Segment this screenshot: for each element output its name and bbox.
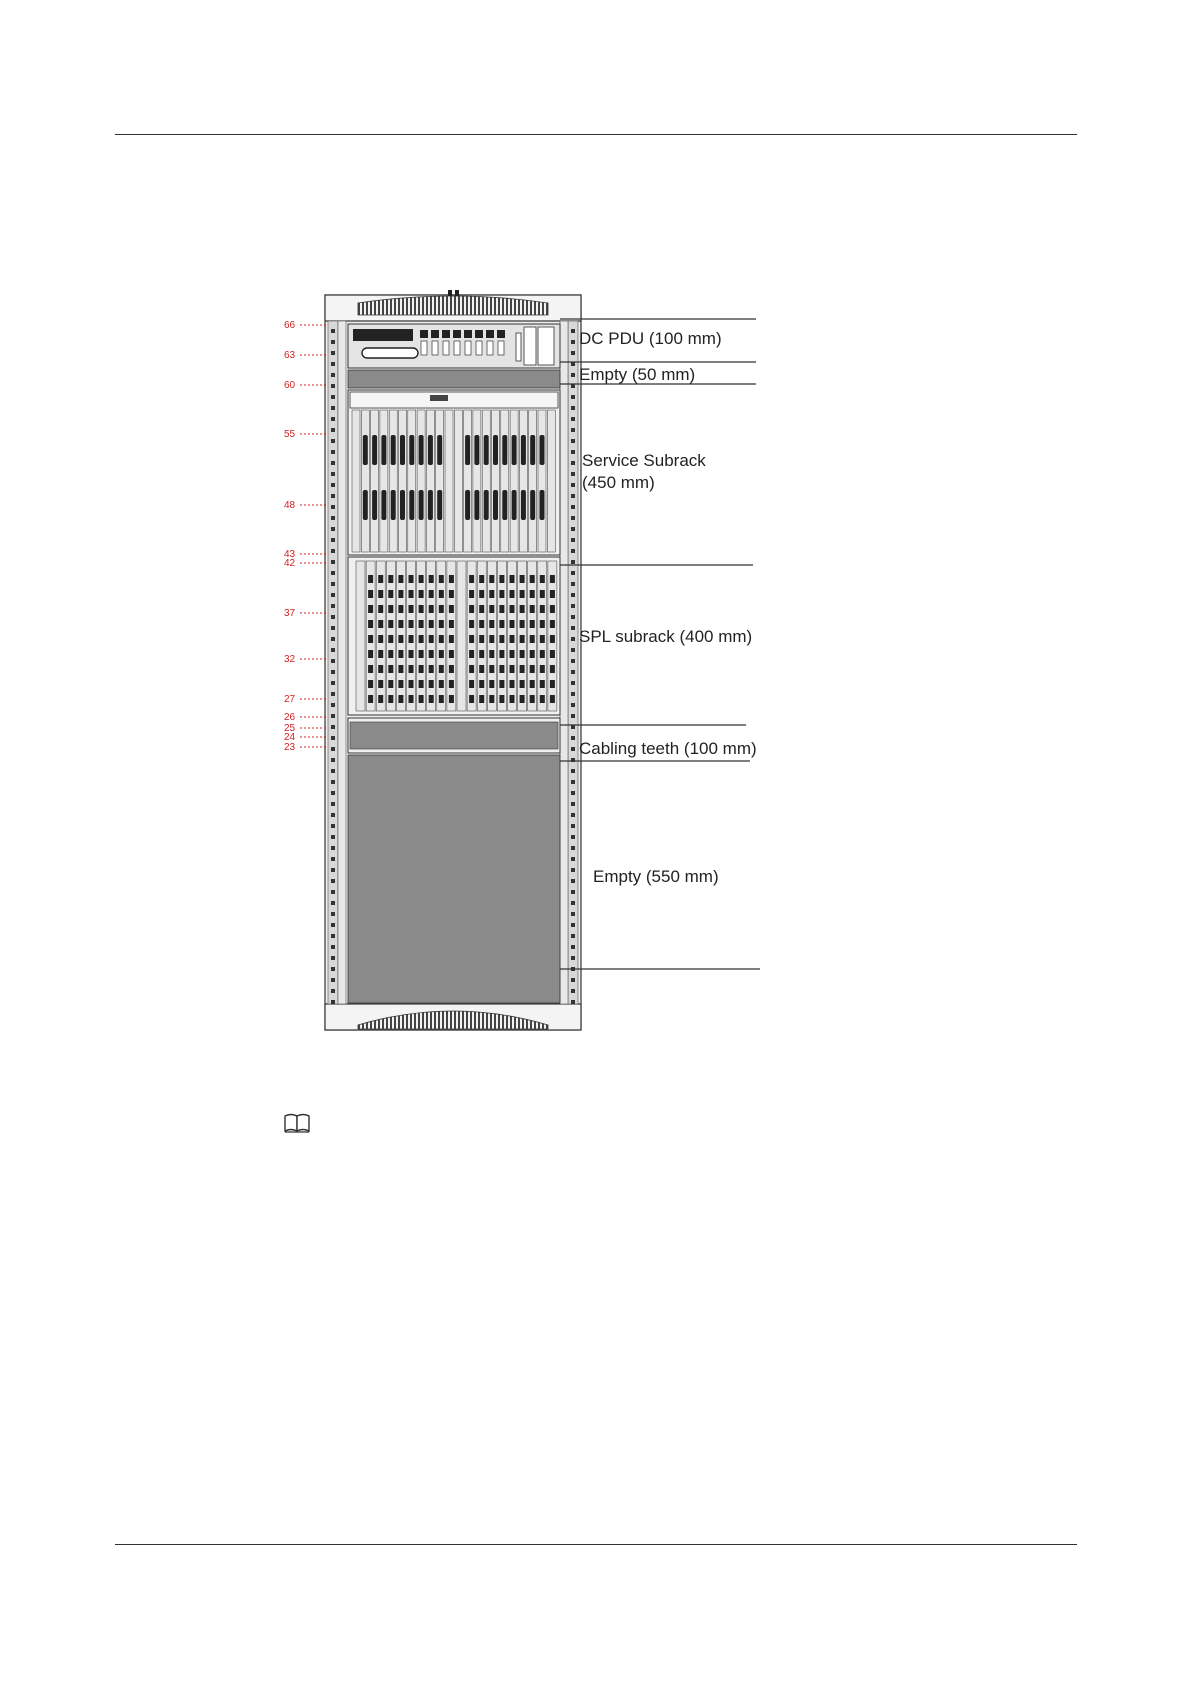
book-icon (283, 1112, 313, 1134)
dc-pdu-module (348, 324, 560, 368)
unit-number-48: 48 (284, 500, 296, 511)
cabling-teeth-module (348, 718, 560, 753)
footer-rule (115, 1544, 1077, 1545)
unit-number-32: 32 (284, 654, 296, 665)
unit-number-27: 27 (284, 694, 296, 705)
unit-number-26: 26 (284, 712, 296, 723)
spl-subrack-module (348, 557, 560, 715)
top-cap (325, 290, 581, 321)
right-rail (560, 321, 578, 1004)
label-empty-top: Empty (50 mm) (579, 365, 695, 384)
unit-number-37: 37 (284, 608, 296, 619)
empty-top-module (348, 370, 560, 388)
unit-number-66: 66 (284, 320, 296, 331)
label-empty-bottom: Empty (550 mm) (593, 867, 719, 886)
unit-number-23: 23 (284, 742, 296, 753)
unit-number-63: 63 (284, 350, 296, 361)
header-rule (115, 134, 1077, 135)
label-spl-subrack: SPL subrack (400 mm) (579, 627, 752, 646)
label-dc-pdu: DC PDU (100 mm) (579, 329, 722, 348)
unit-number-60: 60 (284, 380, 296, 391)
empty-bottom-module (348, 755, 560, 1003)
label-service-subrack: Service Subrack (582, 451, 706, 470)
unit-number-42: 42 (284, 558, 296, 569)
left-rail (328, 321, 346, 1004)
unit-number-55: 55 (284, 429, 296, 440)
label-service-subrack-size: (450 mm) (582, 473, 655, 492)
service-subrack-module (348, 390, 560, 555)
bottom-cap (325, 1004, 581, 1030)
label-cabling-teeth: Cabling teeth (100 mm) (579, 739, 757, 758)
